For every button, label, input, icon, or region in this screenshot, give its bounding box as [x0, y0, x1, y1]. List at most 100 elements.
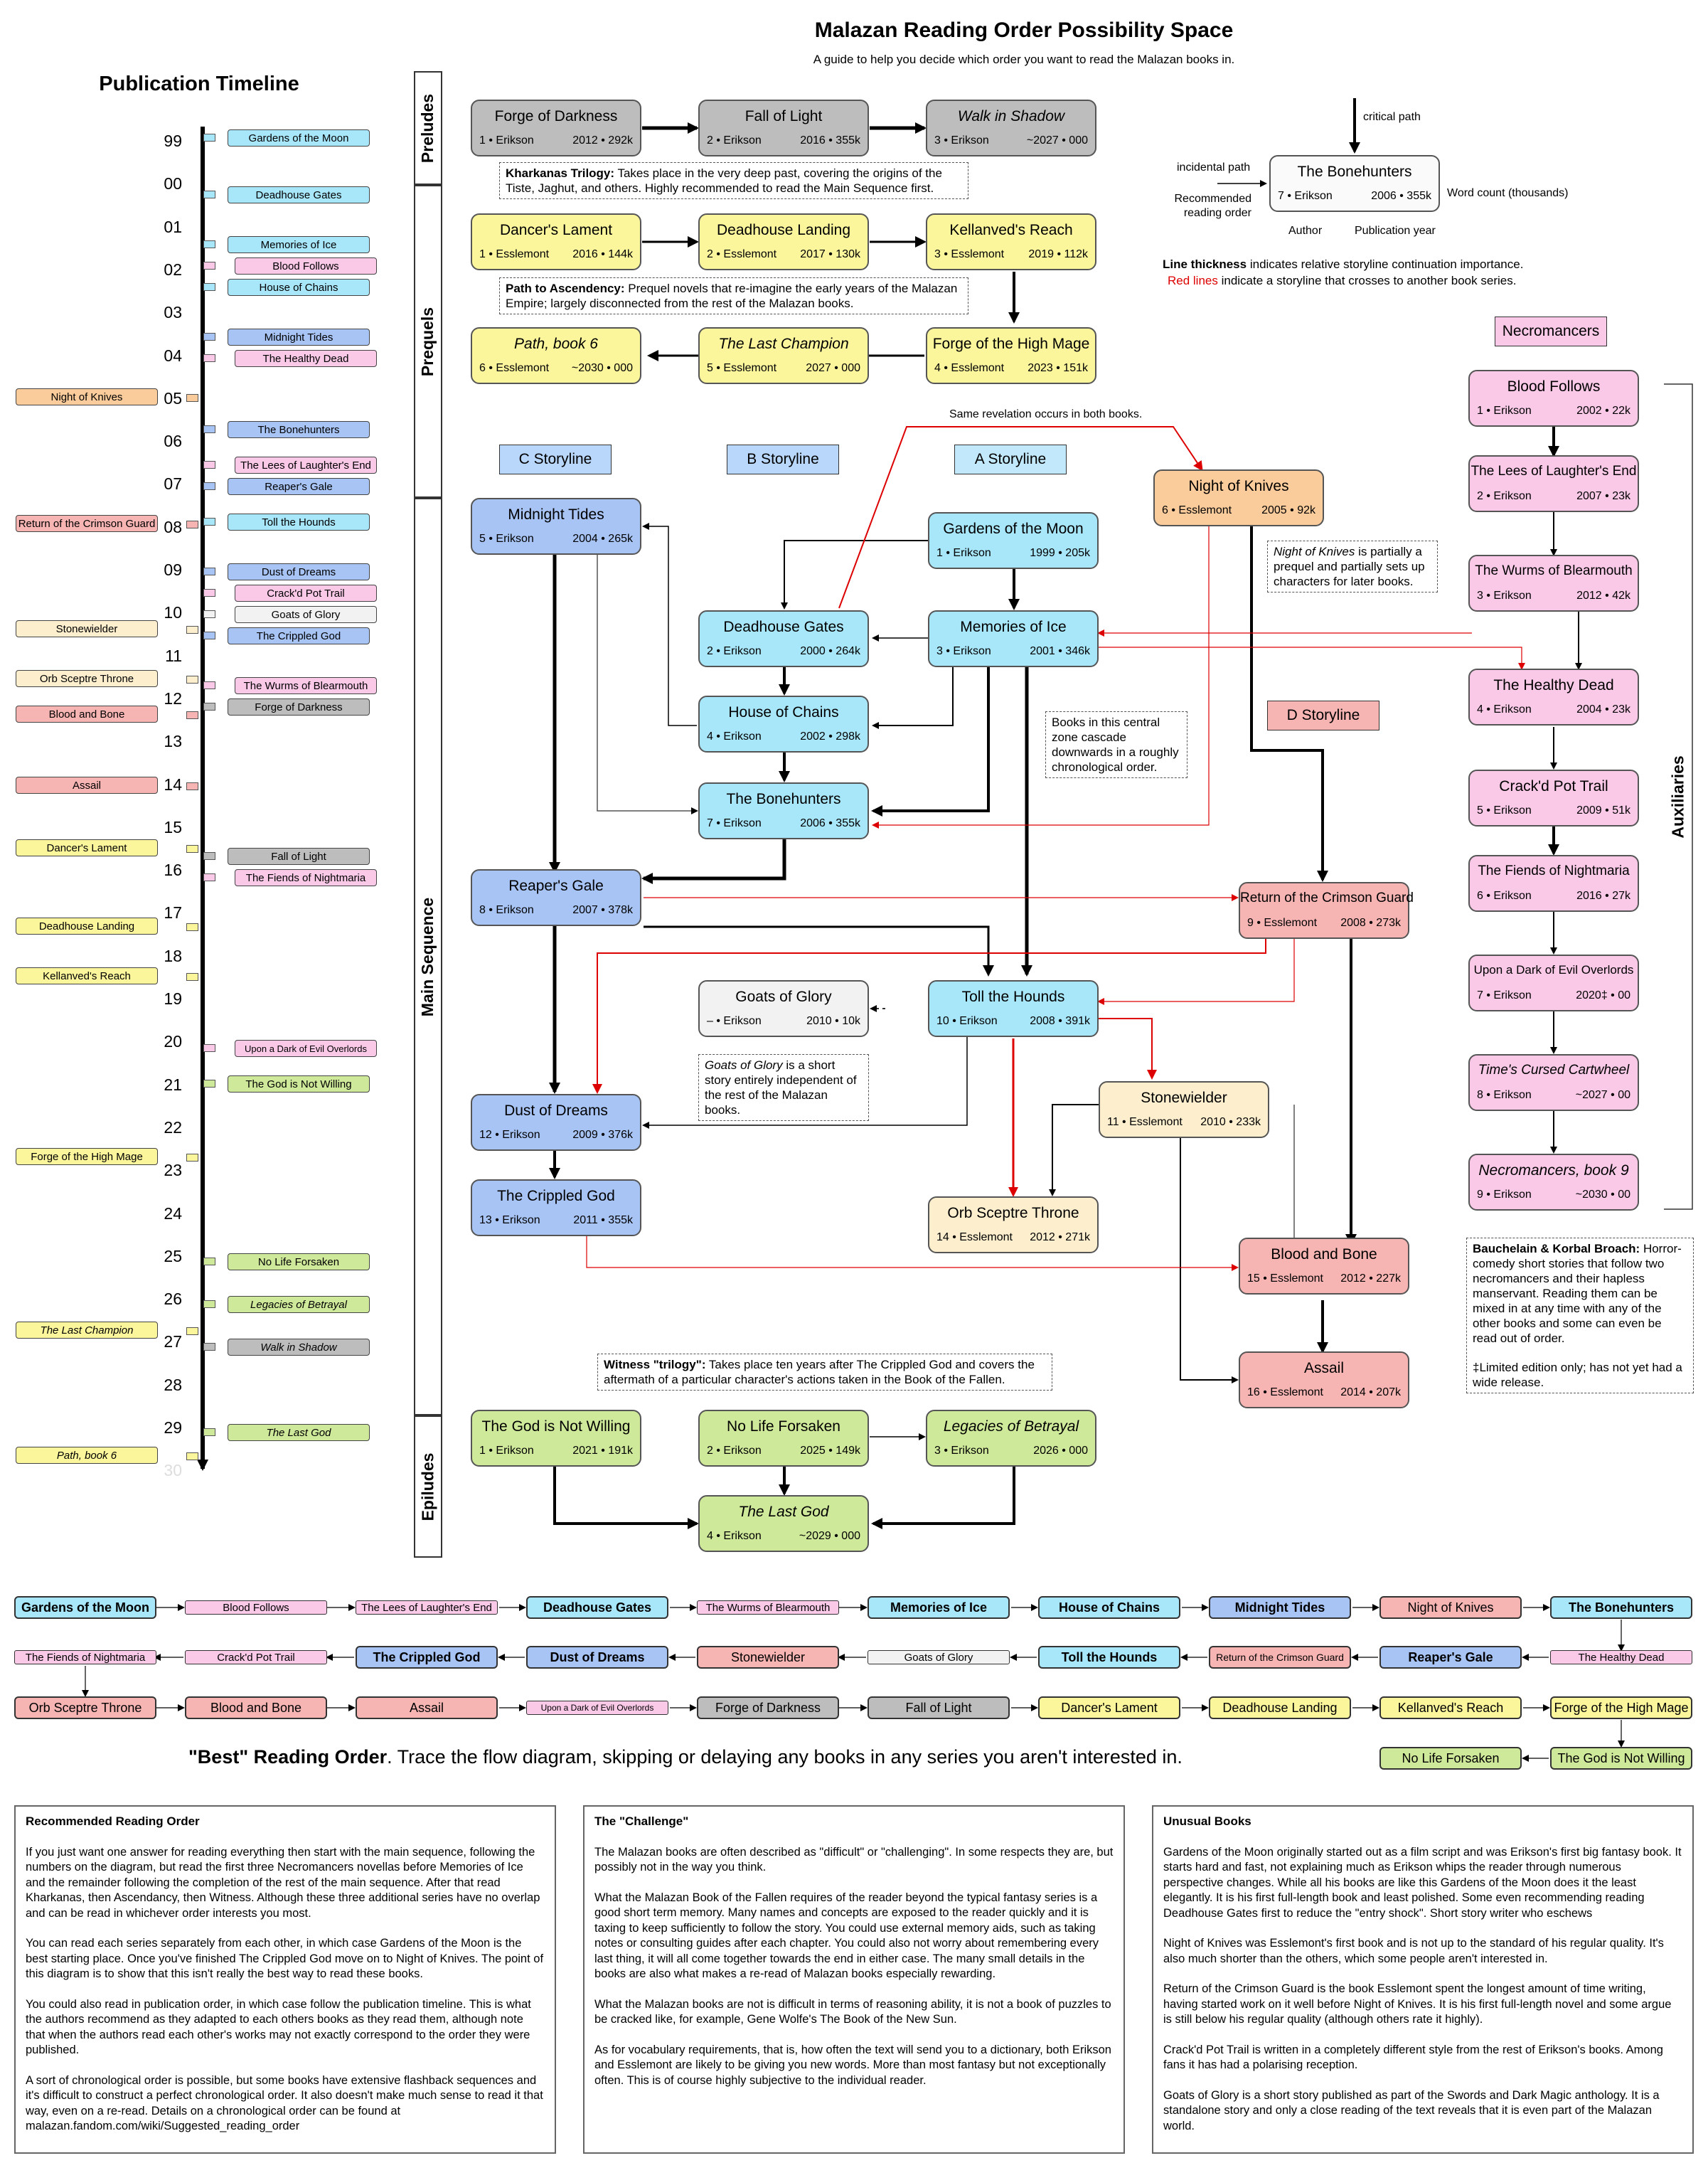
book-year-words: 2010 • 10k	[806, 1015, 860, 1027]
book-title: Blood and Bone	[1271, 1246, 1377, 1263]
timeline-tick	[186, 845, 198, 853]
timeline-year: 13	[164, 732, 182, 751]
book-number-author: 15 • Esslemont	[1247, 1272, 1323, 1285]
book-number-author: 1 • Erikson	[479, 134, 534, 147]
reading-order-item: Deadhouse Landing	[1209, 1696, 1351, 1719]
timeline-tick	[186, 711, 198, 719]
timeline-year: 26	[164, 1290, 182, 1309]
book-year-words: 2014 • 207k	[1340, 1386, 1401, 1398]
timeline-tick	[203, 482, 215, 490]
book-title: Forge of Darkness	[494, 108, 618, 124]
reading-order-item: Return of the Crimson Guard	[1209, 1646, 1351, 1669]
reading-order-item: Gardens of the Moon	[14, 1596, 156, 1619]
timeline-year: 10	[164, 603, 182, 622]
timeline-box-left: Assail	[16, 777, 158, 794]
timeline-box-left: Blood and Bone	[16, 706, 158, 723]
book-year-words: 2002 • 298k	[800, 730, 860, 743]
timeline-tick	[186, 394, 198, 402]
book-number-author: 2 • Esslemont	[707, 248, 777, 260]
book-number-author: 5 • Esslemont	[707, 362, 777, 374]
book-title: Dust of Dreams	[504, 1102, 608, 1119]
book-title: Midnight Tides	[508, 506, 604, 523]
book-year-words: 2023 • 151k	[1028, 362, 1088, 374]
book-number-author: 9 • Erikson	[1477, 1189, 1532, 1201]
timeline-tick	[203, 333, 215, 341]
book-number-author: 6 • Esslemont	[1162, 504, 1232, 516]
best-order-title: "Best" Reading Order. Trace the flow dia…	[188, 1746, 1183, 1768]
note-cascade: Books in this central zone cascade downw…	[1045, 711, 1187, 778]
timeline-tick	[203, 873, 215, 881]
timeline-box-right: The God is Not Willing	[228, 1075, 370, 1093]
legend-incidental-path: incidental path	[1177, 161, 1251, 174]
reading-order-item: Goats of Glory	[868, 1650, 1010, 1664]
timeline-box-left: Night of Knives	[16, 388, 158, 405]
section-epiludes: Epiludes	[414, 1415, 442, 1558]
book-year-words: 2009 • 376k	[572, 1129, 633, 1141]
book-number-author: 3 • Esslemont	[934, 248, 1005, 260]
reading-order-item: Reaper's Gale	[1379, 1646, 1522, 1669]
book-number-author: 8 • Erikson	[1477, 1089, 1532, 1101]
reading-order-item: Dust of Dreams	[526, 1646, 668, 1669]
book-title: Assail	[1303, 1360, 1345, 1376]
book-title: Fall of Light	[744, 108, 823, 124]
timeline-tick	[186, 1154, 198, 1162]
book-year-words: ~2027 • 00	[1575, 1089, 1630, 1101]
timeline-box-right: The Lees of Laughter's End	[235, 457, 377, 474]
timeline-tick	[186, 1327, 198, 1335]
book-year-words: 2025 • 149k	[800, 1445, 860, 1457]
legend-pub-year: Publication year	[1355, 225, 1436, 237]
timeline-tick	[203, 425, 215, 433]
reading-order-item: Blood and Bone	[185, 1696, 327, 1719]
book-number-author: 3 • Erikson	[934, 1445, 989, 1457]
book-year-words: 2020‡ • 00	[1576, 989, 1630, 1001]
book-number-author: 14 • Esslemont	[936, 1231, 1013, 1243]
page-subtitle: A guide to help you decide which order y…	[813, 53, 1235, 66]
panel-unusual: Unusual Books Gardens of the Moon origin…	[1152, 1805, 1694, 2154]
book-year-words: ~2030 • 00	[1575, 1189, 1630, 1201]
note-witness: Witness "trilogy": Takes place ten years…	[597, 1354, 1052, 1391]
timeline-year: 18	[164, 946, 182, 965]
book-number-author: 5 • Erikson	[1477, 804, 1532, 817]
book-year-words: 2016 • 27k	[1576, 890, 1630, 902]
timeline-tick	[203, 240, 215, 248]
book-title: Time's Cursed Cartwheel	[1478, 1063, 1630, 1078]
timeline-box-right: The Crippled God	[228, 627, 370, 644]
book-number-author: 10 • Erikson	[936, 1015, 998, 1027]
timeline-box-right: Midnight Tides	[228, 329, 370, 346]
timeline-tick	[203, 632, 215, 639]
timeline-tick	[203, 1258, 215, 1265]
book-title: House of Chains	[728, 704, 839, 721]
panel-recommended: Recommended Reading Order If you just wa…	[14, 1805, 556, 2154]
book-year-words: 2006 • 355k	[800, 817, 860, 829]
book-number-author: 13 • Erikson	[479, 1214, 540, 1226]
book-year-words: 2019 • 112k	[1028, 248, 1088, 260]
timeline-box-right: Goats of Glory	[235, 606, 377, 623]
book-title: Crack'd Pot Trail	[1499, 778, 1608, 794]
section-preludes: Preludes	[414, 71, 442, 185]
timeline-box-right: Dust of Dreams	[228, 563, 370, 580]
book-year-words: 2002 • 22k	[1576, 405, 1630, 417]
book-number-author: 4 • Erikson	[707, 730, 762, 743]
book-title: The Fiends of Nightmaria	[1478, 863, 1630, 878]
timeline-box-left: Kellanved's Reach	[16, 967, 158, 984]
reading-order-item: Night of Knives	[1379, 1596, 1522, 1619]
book-title: Return of the Crimson Guard	[1240, 891, 1414, 905]
timeline-tick	[203, 1044, 215, 1052]
book-title: The Last Champion	[718, 336, 849, 352]
book-title: Goats of Glory	[735, 989, 832, 1005]
book-year-words: ~2027 • 000	[1026, 134, 1088, 147]
timeline-tick	[203, 1300, 215, 1308]
book-title: Reaper's Gale	[508, 878, 604, 894]
book-number-author: 2 • Erikson	[1477, 490, 1532, 502]
reading-order-item: The Crippled God	[356, 1646, 498, 1669]
timeline-tick	[203, 191, 215, 198]
book-number-author: 5 • Erikson	[479, 533, 534, 545]
timeline-tick	[203, 703, 215, 711]
book-number-author: 1 • Erikson	[1477, 405, 1532, 417]
